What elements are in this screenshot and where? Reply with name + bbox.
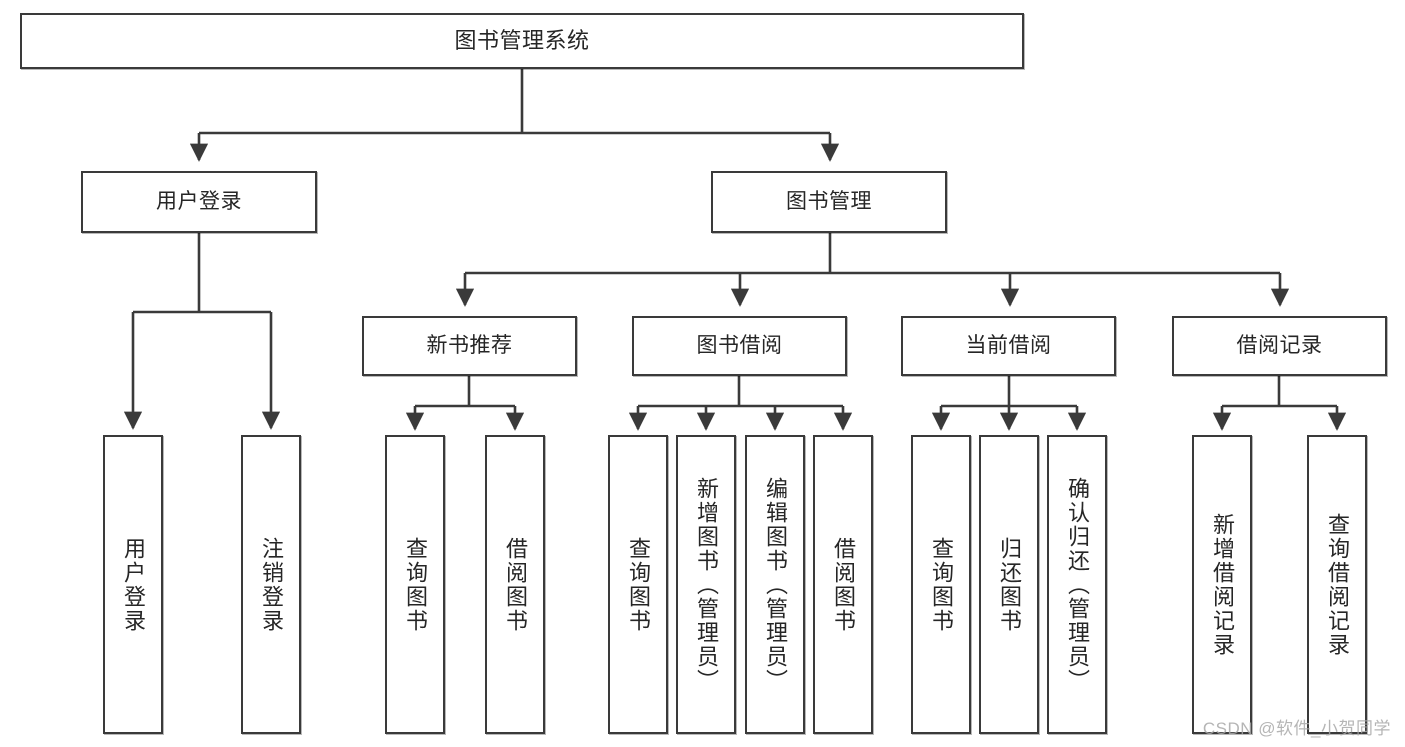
- node-new-book-recommend[interactable]: 新书推荐: [362, 316, 577, 376]
- node-current-borrow[interactable]: 当前借阅: [901, 316, 1116, 376]
- leaf-borrow-edit-book[interactable]: 编辑图书（管理员）: [745, 435, 805, 734]
- node-label: 归还图书: [997, 536, 1022, 633]
- leaf-current-return-book[interactable]: 归还图书: [979, 435, 1039, 734]
- node-label: 确认归还（管理员）: [1065, 476, 1090, 693]
- node-label: 注销登录: [259, 536, 284, 633]
- node-label: 查询图书: [929, 536, 954, 633]
- node-book-management[interactable]: 图书管理: [711, 171, 947, 233]
- leaf-borrow-add-book[interactable]: 新增图书（管理员）: [676, 435, 736, 734]
- node-label: 借阅图书: [503, 536, 528, 633]
- node-label: 图书借阅: [696, 333, 783, 357]
- leaf-record-query-record[interactable]: 查询借阅记录: [1307, 435, 1367, 734]
- node-label: 图书管理: [786, 189, 872, 213]
- node-label: 查询图书: [403, 536, 428, 633]
- node-label: 图书管理系统: [454, 28, 590, 54]
- node-label: 新书推荐: [426, 333, 513, 357]
- node-borrow-record[interactable]: 借阅记录: [1172, 316, 1387, 376]
- node-user-login[interactable]: 用户登录: [81, 171, 317, 233]
- leaf-recommend-borrow-book[interactable]: 借阅图书: [485, 435, 545, 734]
- leaf-borrow-query-book[interactable]: 查询图书: [608, 435, 668, 734]
- node-label: 当前借阅: [965, 333, 1052, 357]
- leaf-user-login-logout[interactable]: 注销登录: [241, 435, 301, 734]
- node-label: 编辑图书（管理员）: [763, 476, 788, 693]
- node-label: 查询图书: [626, 536, 651, 633]
- node-label: 用户登录: [121, 536, 146, 633]
- leaf-recommend-query-book[interactable]: 查询图书: [385, 435, 445, 734]
- node-label: 新增图书（管理员）: [694, 476, 719, 693]
- node-root-system[interactable]: 图书管理系统: [20, 13, 1024, 69]
- leaf-borrow-borrow-book[interactable]: 借阅图书: [813, 435, 873, 734]
- leaf-record-add-record[interactable]: 新增借阅记录: [1192, 435, 1252, 734]
- node-label: 查询借阅记录: [1325, 512, 1350, 657]
- csdn-watermark: CSDN @软件_小贺同学: [1202, 719, 1391, 738]
- node-label: 借阅记录: [1236, 333, 1323, 357]
- leaf-current-query-book[interactable]: 查询图书: [911, 435, 971, 734]
- node-label: 借阅图书: [831, 536, 856, 633]
- leaf-user-login-login[interactable]: 用户登录: [103, 435, 163, 734]
- node-book-borrow[interactable]: 图书借阅: [632, 316, 847, 376]
- node-label: 用户登录: [156, 189, 242, 213]
- leaf-current-confirm-return[interactable]: 确认归还（管理员）: [1047, 435, 1107, 734]
- node-label: 新增借阅记录: [1210, 512, 1235, 657]
